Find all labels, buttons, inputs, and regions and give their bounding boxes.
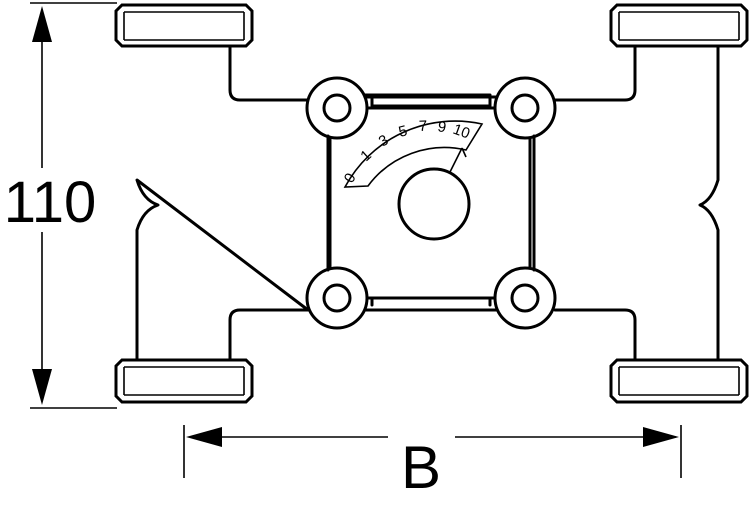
width-dimension	[183, 425, 682, 478]
end-cap-bottom-left	[114, 358, 254, 404]
adjustment-knob	[397, 167, 471, 241]
bolt-boss-top-left	[305, 76, 369, 140]
width-dimension-label: B	[401, 434, 441, 501]
bolt-boss-top-right	[493, 76, 557, 140]
end-cap-bottom-right	[609, 358, 749, 404]
scale-label-7: 7	[419, 118, 428, 135]
height-arrow-bottom	[32, 369, 52, 405]
bolt-boss-bottom-left	[305, 266, 369, 330]
end-cap-top-left	[114, 3, 254, 48]
height-dimension	[30, 2, 117, 409]
bolt-boss-bottom-right	[493, 266, 557, 330]
end-cap-top-right	[609, 3, 749, 48]
width-arrow-right	[643, 427, 679, 447]
width-arrow-left	[186, 427, 222, 447]
height-dimension-label: 110	[4, 170, 96, 235]
scale-label-5: 5	[397, 122, 409, 141]
scale-label-10: 10	[451, 121, 472, 143]
dial-pointer	[449, 147, 467, 173]
dial-scale	[343, 120, 484, 188]
scale-label-9: 9	[436, 118, 447, 136]
valve-body-outline	[135, 38, 720, 367]
height-arrow-top	[32, 6, 52, 42]
